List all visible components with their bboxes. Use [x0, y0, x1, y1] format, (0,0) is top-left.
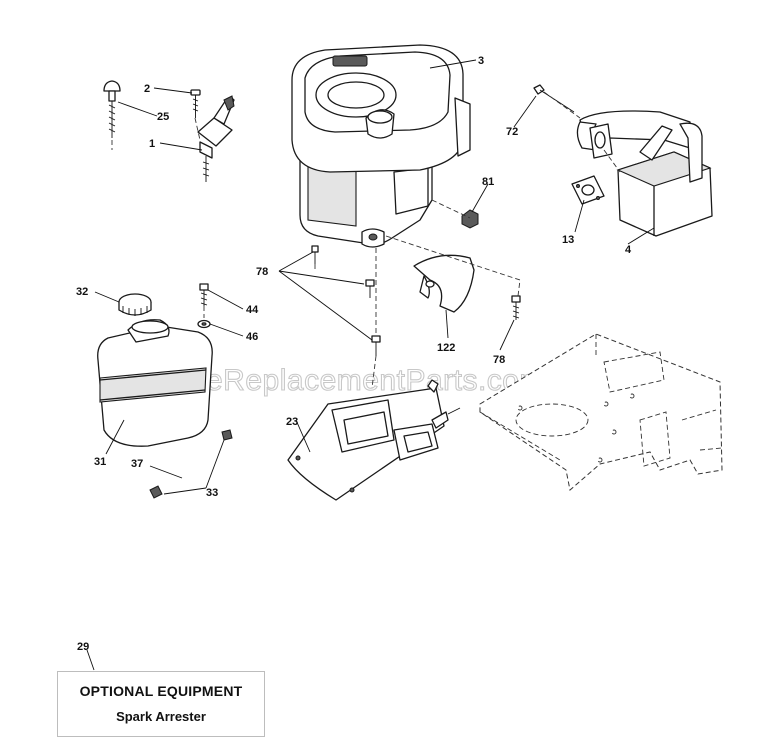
tractor-frame	[479, 333, 723, 491]
optional-equipment-title: OPTIONAL EQUIPMENT	[79, 683, 243, 699]
washer-part-46	[197, 319, 211, 329]
callout-2: 2	[144, 83, 150, 95]
callout-23: 23	[286, 416, 298, 428]
callout-78-left: 78	[256, 266, 268, 278]
callout-72: 72	[506, 126, 518, 138]
assembly-lines	[111, 91, 621, 389]
callout-3: 3	[478, 55, 484, 67]
bolt-part-44	[199, 283, 209, 306]
callout-33: 33	[206, 487, 218, 499]
callout-1: 1	[149, 138, 155, 150]
callout-44: 44	[246, 304, 259, 316]
callout-78-right: 78	[493, 354, 505, 366]
fuel-cap-part-32	[118, 293, 152, 316]
bolt-part-78-rear	[511, 295, 521, 320]
optional-equipment-item: Spark Arrester	[116, 709, 206, 724]
fuel-tank-part-31	[97, 319, 213, 447]
fuel-line-part-37	[155, 435, 228, 494]
heat-shield-part-122	[413, 254, 475, 313]
throttle-control-assembly	[103, 80, 235, 182]
watermark-text: eReplacementParts.com	[206, 364, 545, 397]
callout-4: 4	[625, 244, 632, 256]
engine-part-3	[291, 44, 471, 248]
nut-part-81	[461, 209, 479, 229]
engine-plate-part-23	[287, 379, 461, 501]
clamp-part-33	[149, 429, 233, 499]
callout-122: 122	[437, 342, 455, 354]
callout-46: 46	[246, 331, 258, 343]
callout-25: 25	[157, 111, 169, 123]
exhaust-assembly	[533, 84, 713, 237]
callout-13: 13	[562, 234, 574, 246]
leader-lines	[86, 59, 655, 671]
optional-equipment-box: OPTIONAL EQUIPMENT Spark Arrester	[57, 671, 265, 737]
callout-31: 31	[94, 456, 106, 468]
callout-29: 29	[77, 641, 89, 653]
callout-labels: 1 2 3 4 13 23 25 29 31 32 33 37 44 46 72…	[76, 55, 632, 653]
callout-81: 81	[482, 176, 494, 188]
callout-37: 37	[131, 458, 143, 470]
bolt-part-78-front	[311, 245, 381, 356]
callout-32: 32	[76, 286, 88, 298]
